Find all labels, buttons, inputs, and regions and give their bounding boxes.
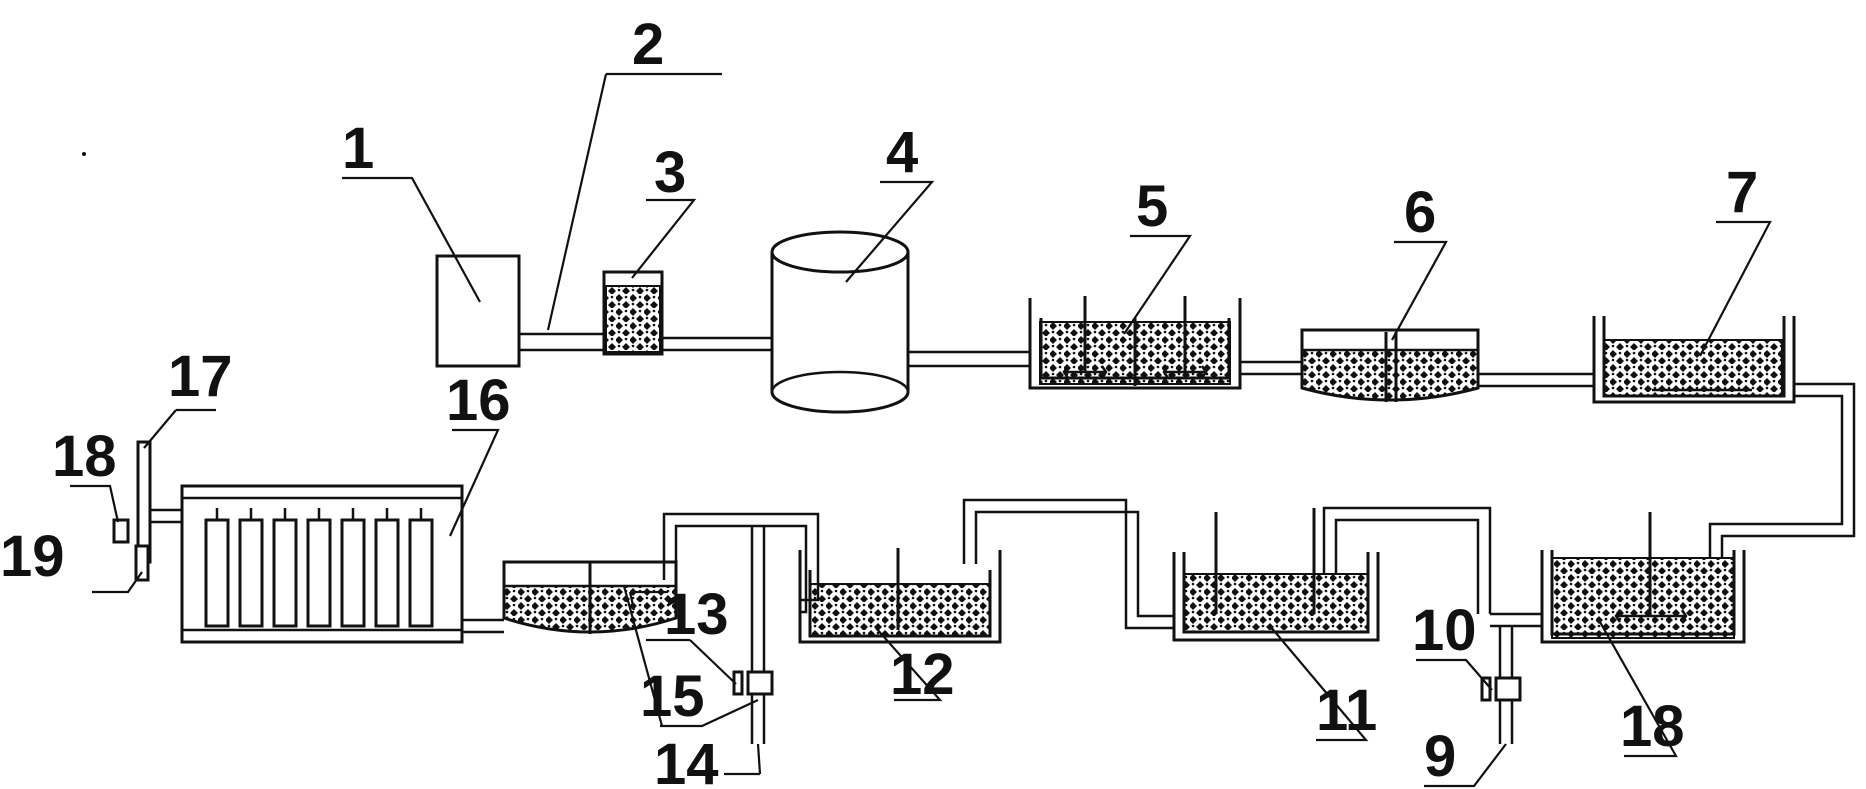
- label-1: 1: [342, 116, 374, 181]
- unit-5-mixing-tank: [1028, 296, 1242, 390]
- label-11: 11: [1316, 678, 1377, 743]
- label-16: 16: [446, 368, 511, 433]
- membrane-elements: [204, 508, 434, 628]
- pipe-4-5: [908, 350, 1030, 368]
- leader-lines: [70, 72, 1772, 788]
- label-9: 9: [1424, 724, 1456, 789]
- label-6: 6: [1404, 180, 1436, 245]
- part-labels: 1 2 3 4 5 6 7 17 18 19 16 13 15 14 12 11…: [0, 12, 1758, 789]
- label-2: 2: [632, 12, 664, 77]
- valve-19: [134, 544, 150, 582]
- pipe-18-11: [1490, 612, 1542, 628]
- label-5: 5: [1136, 174, 1168, 239]
- label-7: 7: [1726, 160, 1758, 225]
- pipe-7-18: [1708, 382, 1856, 560]
- unit-7-aeration-tank: [1592, 316, 1796, 404]
- stray-dot: [82, 152, 86, 156]
- pipe-3-4: [662, 336, 772, 352]
- valve-13-body: [746, 670, 774, 696]
- label-12: 12: [890, 642, 955, 707]
- unit-15-settling-tank: [502, 560, 678, 634]
- pipe-1-3: [519, 332, 604, 352]
- pipe-11-12: [962, 498, 1174, 630]
- pipe-loop-11: [1322, 506, 1492, 614]
- unit-3-fill: [605, 285, 661, 353]
- valve-10-body: [1494, 676, 1522, 702]
- label-19: 19: [0, 524, 65, 589]
- drain-pipe-14: [750, 526, 766, 744]
- unit-6-settling-tank: [1300, 328, 1480, 402]
- unit-12-tank: [798, 548, 1002, 644]
- label-14: 14: [654, 732, 719, 789]
- pipe-12-15: [662, 512, 820, 614]
- unit-18-mixing-tank: [1540, 512, 1746, 644]
- unit-11-tank: [1172, 508, 1380, 642]
- pipe-5-6: [1240, 360, 1302, 376]
- valve-18-left: [112, 518, 130, 544]
- label-3: 3: [654, 140, 686, 205]
- unit-16-membrane-module: [180, 484, 464, 644]
- label-13: 13: [664, 582, 729, 647]
- pipe-15-16: [462, 618, 504, 634]
- pipe-6-7: [1478, 372, 1594, 388]
- unit-1-box: [435, 254, 521, 368]
- label-15: 15: [640, 664, 705, 729]
- label-17: 17: [168, 344, 233, 409]
- label-18-right: 18: [1620, 694, 1685, 759]
- label-18-left: 18: [52, 424, 117, 489]
- unit-4-cylinder: [770, 230, 910, 414]
- label-10: 10: [1412, 598, 1477, 663]
- outlet-header-17: [136, 440, 152, 564]
- label-4: 4: [886, 120, 918, 185]
